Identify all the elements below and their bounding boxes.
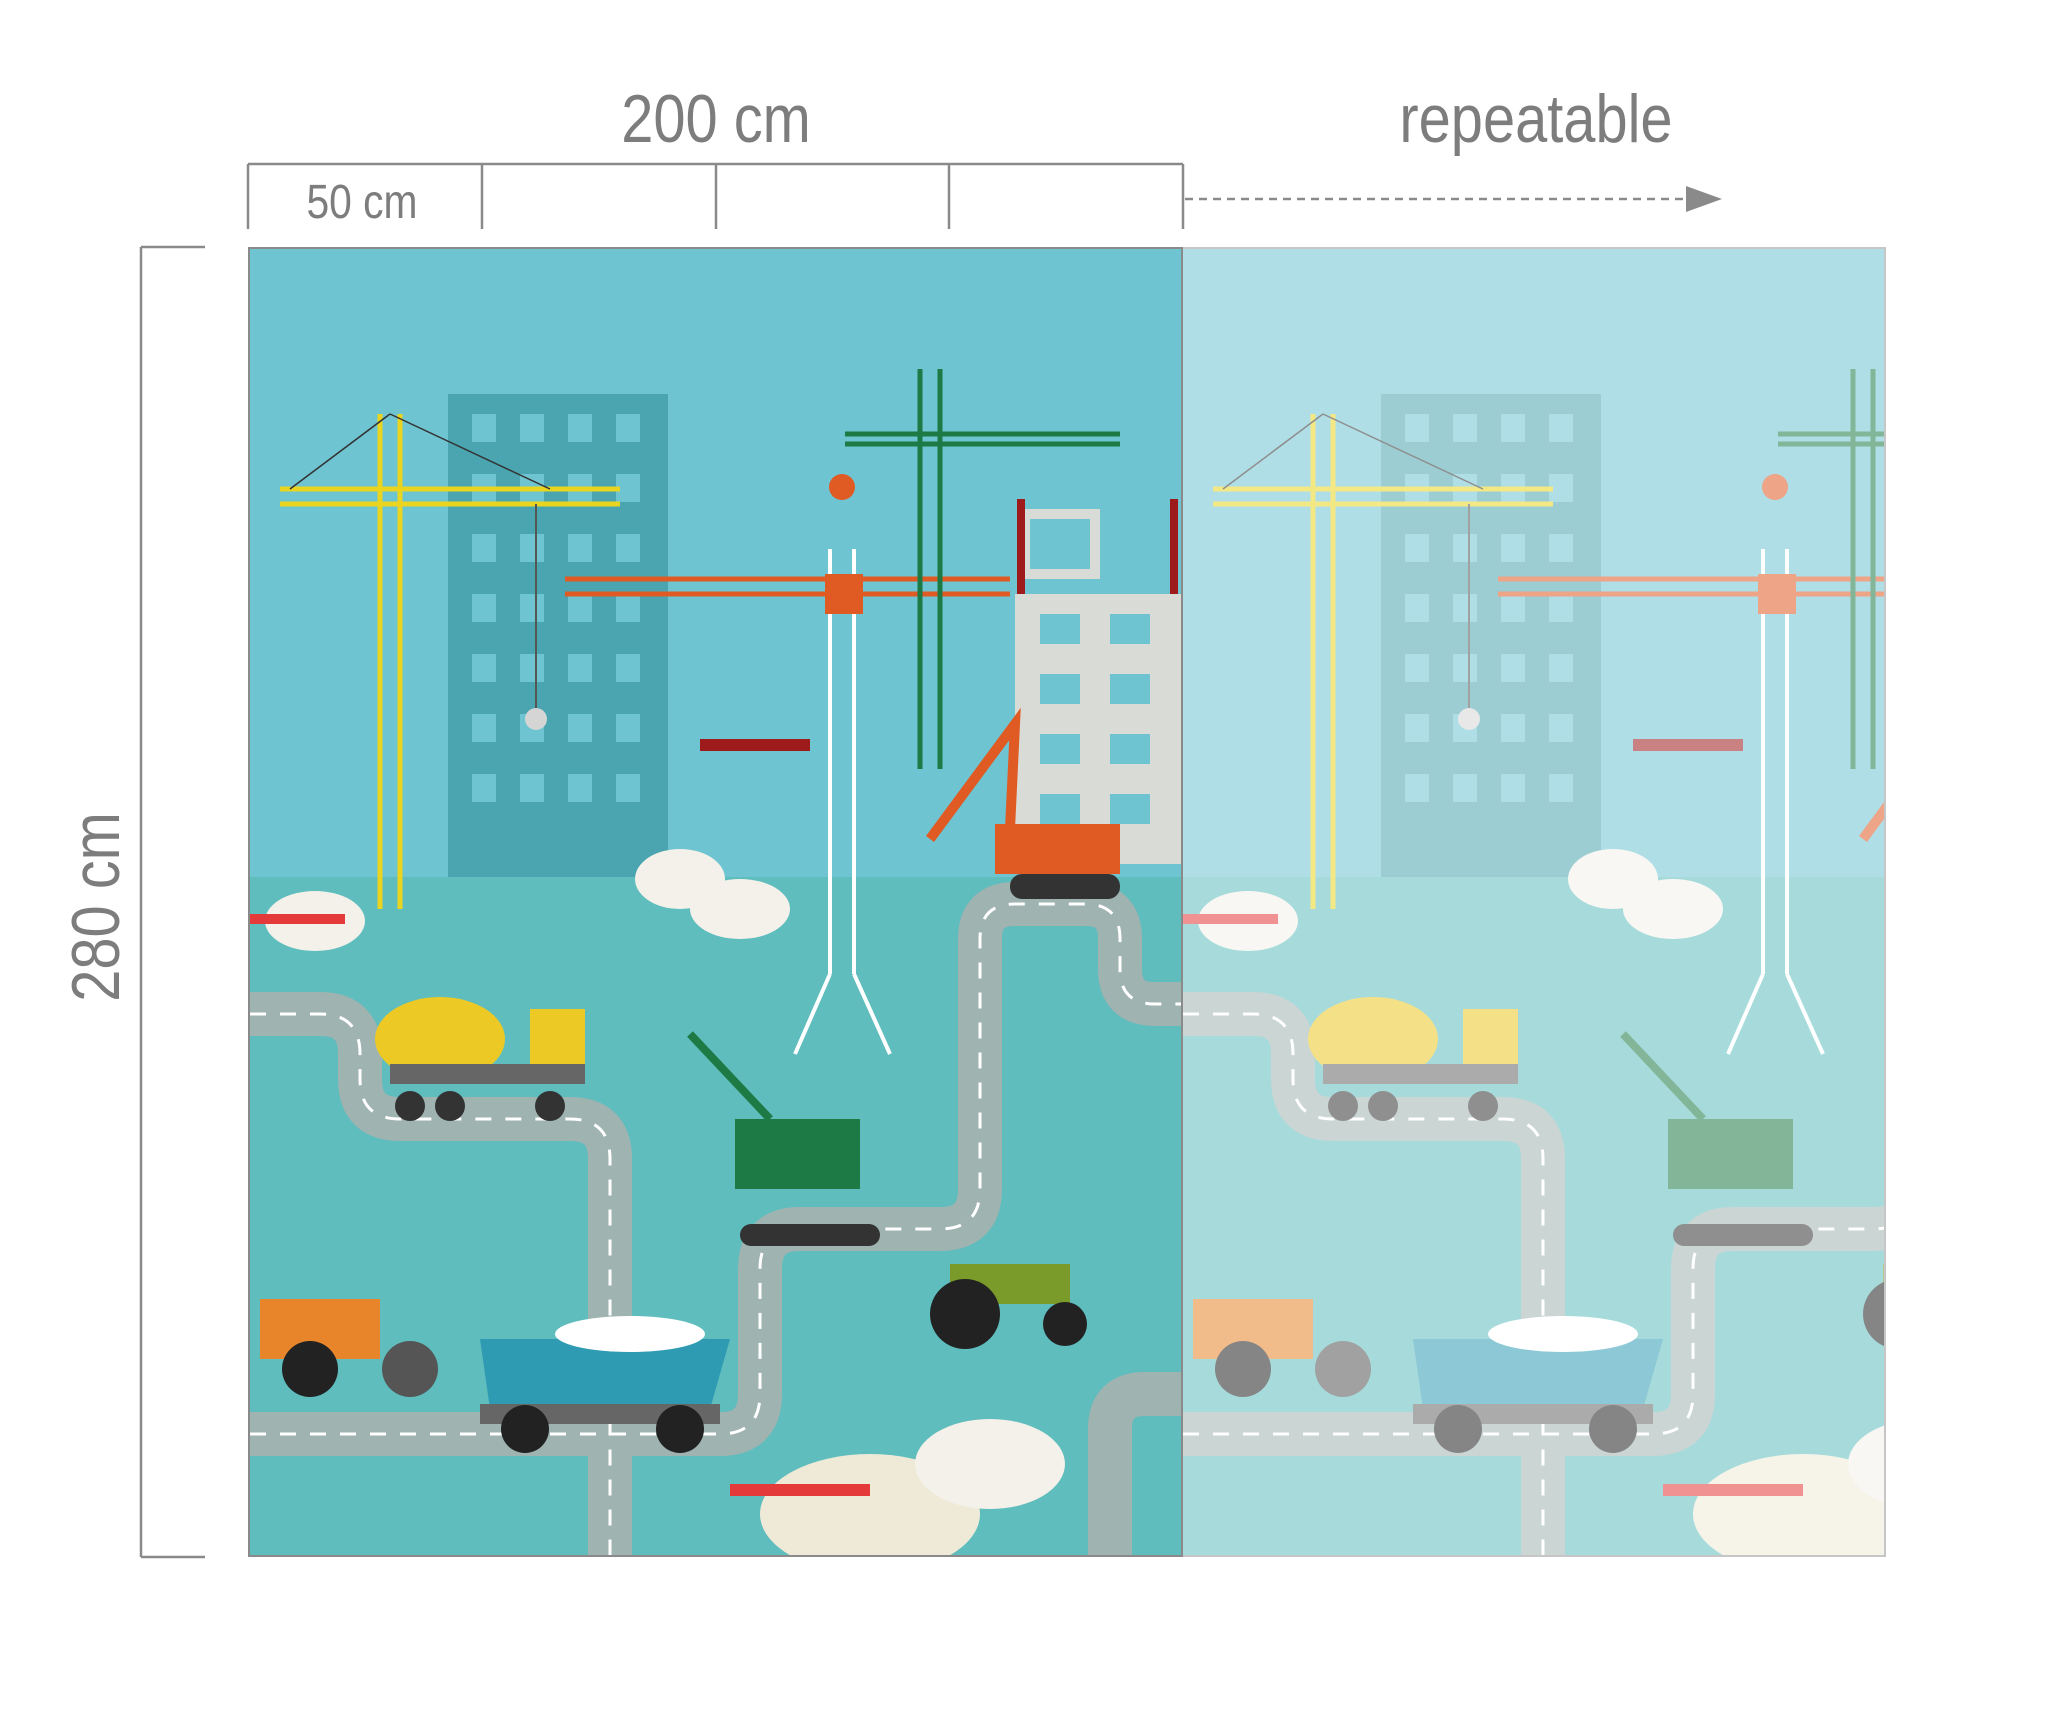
height-ruler	[139, 245, 205, 1559]
repeat-fade-overlay	[1183, 249, 1884, 1555]
width-dimension-label: 200 cm	[621, 81, 811, 157]
width-ruler	[246, 162, 1185, 229]
construction-scene-illustration	[250, 249, 1183, 1557]
segment-width-label: 50 cm	[306, 176, 418, 229]
repeatable-label: repeatable	[1399, 81, 1673, 157]
wallpaper-panel	[248, 247, 1183, 1557]
repeat-preview-panel	[1183, 247, 1886, 1557]
repeat-arrow	[1185, 186, 1722, 212]
